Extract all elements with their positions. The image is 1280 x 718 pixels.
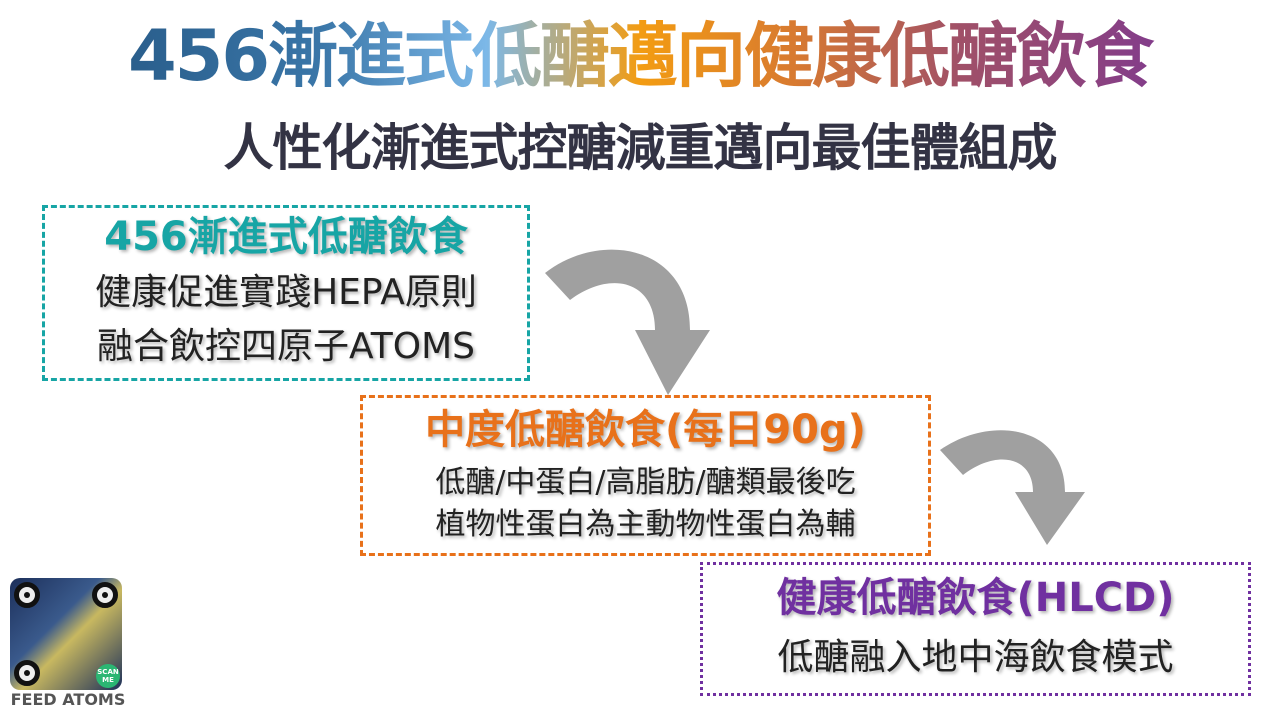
page-subtitle: 人性化漸進式控醣減重邁向最佳體組成 bbox=[223, 119, 1058, 177]
step-box-1: 456漸進式低醣飲食 健康促進實踐HEPA原則 融合飲控四原子ATOMS bbox=[42, 205, 530, 381]
step-line: 健康促進實踐HEPA原則 bbox=[95, 272, 477, 313]
step-box-3: 健康低醣飲食(HLCD) 低醣融入地中海飲食模式 bbox=[700, 562, 1251, 696]
step-line: 低醣融入地中海飲食模式 bbox=[777, 637, 1174, 678]
qr-finder-icon bbox=[14, 660, 40, 686]
curved-arrow-icon bbox=[545, 249, 710, 395]
curved-arrow-icon bbox=[940, 430, 1085, 545]
qr-code[interactable]: SCAN ME bbox=[10, 578, 122, 690]
step-line: 低醣/中蛋白/高脂肪/醣類最後吃 bbox=[435, 465, 856, 500]
qr-finder-icon bbox=[92, 582, 118, 608]
step-box-2: 中度低醣飲食(每日90g) 低醣/中蛋白/高脂肪/醣類最後吃 植物性蛋白為主動物… bbox=[360, 395, 931, 556]
qr-finder-icon bbox=[14, 582, 40, 608]
scan-me-badge: SCAN ME bbox=[96, 664, 120, 688]
step-line: 融合飲控四原子ATOMS bbox=[96, 326, 476, 367]
step-heading: 健康低醣飲食(HLCD) bbox=[776, 575, 1175, 621]
step-heading: 456漸進式低醣飲食 bbox=[104, 214, 468, 260]
qr-label: FEED ATOMS bbox=[10, 690, 126, 709]
step-line: 植物性蛋白為主動物性蛋白為輔 bbox=[435, 507, 856, 542]
step-heading: 中度低醣飲食(每日90g) bbox=[425, 407, 866, 453]
page-title: 456漸進式低醣邁向健康低醣飲食 bbox=[0, 8, 1280, 104]
